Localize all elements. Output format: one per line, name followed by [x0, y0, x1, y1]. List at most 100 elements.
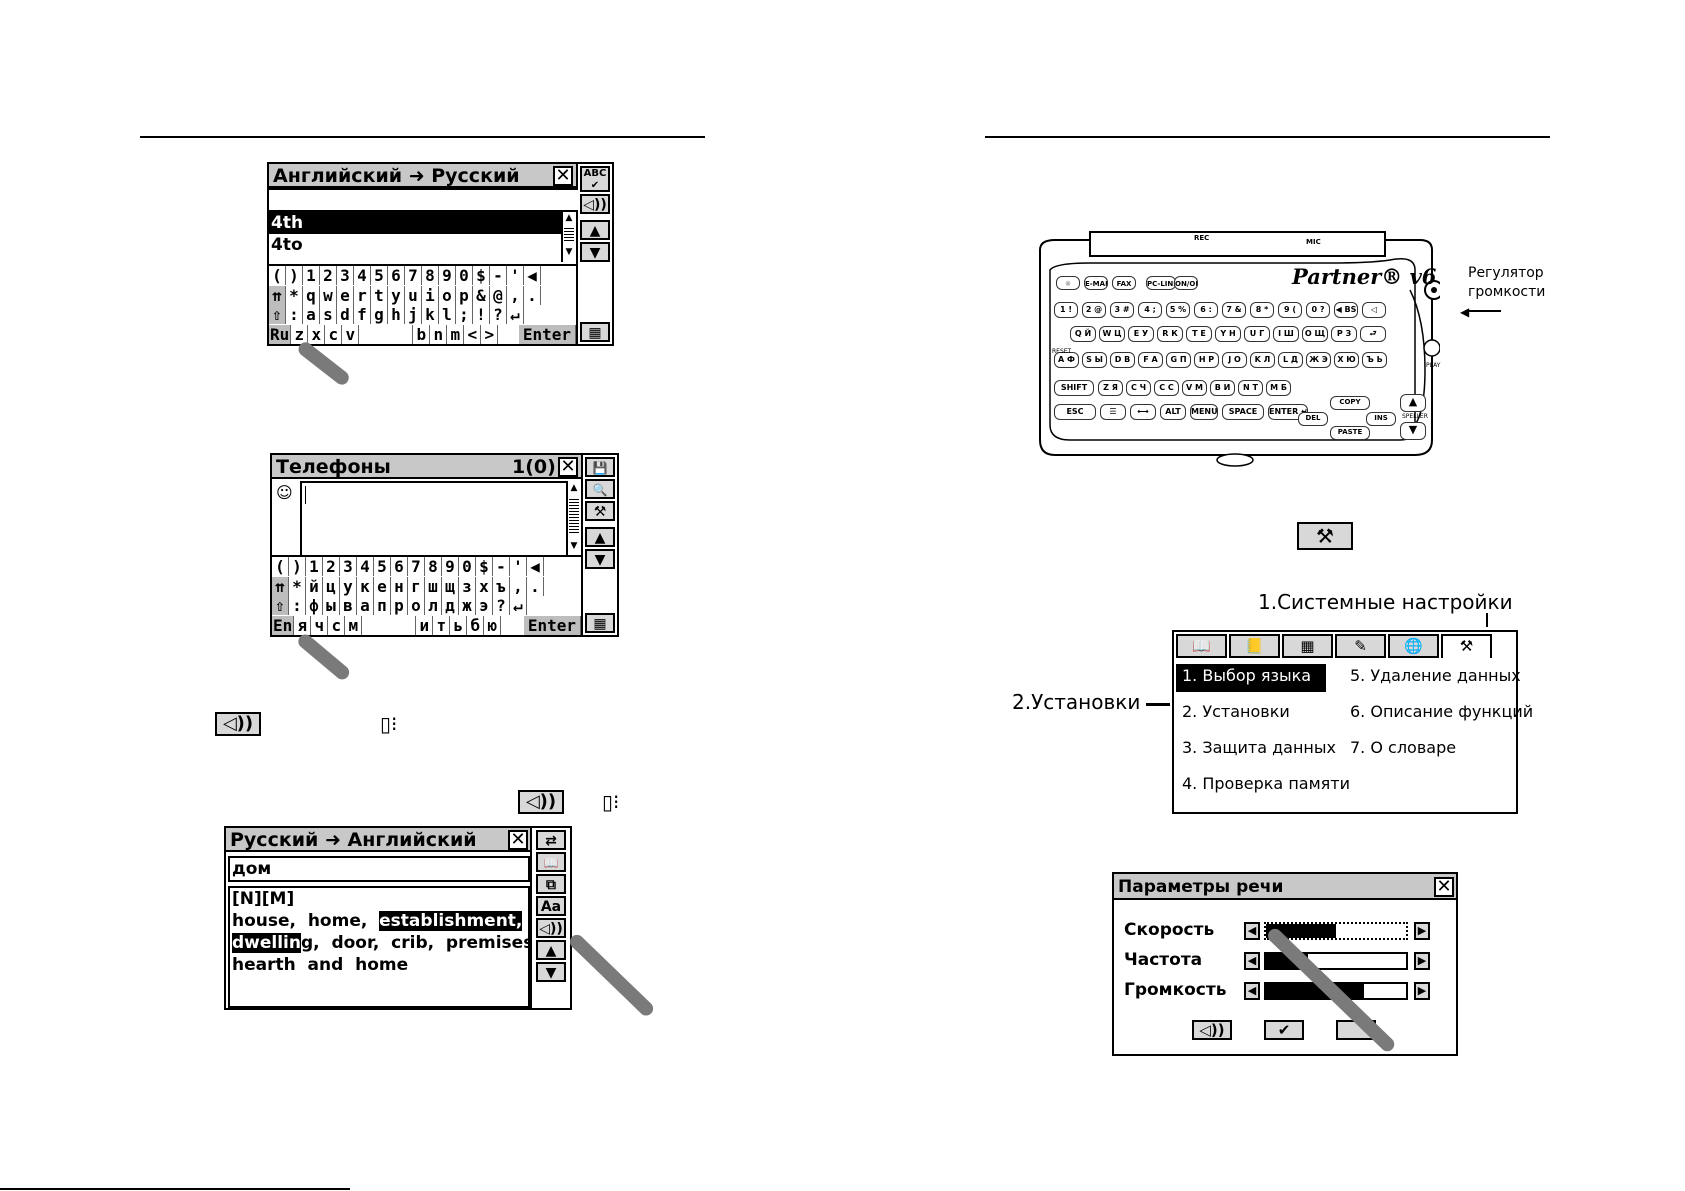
- copy-key[interactable]: COPY: [1330, 396, 1370, 410]
- key[interactable]: 3: [340, 557, 357, 576]
- key[interactable]: ): [289, 557, 306, 576]
- scroll-thumb[interactable]: [569, 499, 579, 535]
- key[interactable]: v: [342, 324, 360, 344]
- key[interactable]: &: [473, 285, 490, 305]
- key[interactable]: и: [416, 615, 434, 635]
- key[interactable]: 3: [337, 266, 354, 285]
- list-scrollbar[interactable]: ▲ ▼: [561, 212, 575, 262]
- close-button[interactable]: ✕: [558, 457, 578, 477]
- device-key[interactable]: D В: [1110, 352, 1135, 368]
- device-key[interactable]: ☰: [1100, 404, 1126, 420]
- key[interactable]: ф: [306, 596, 323, 615]
- key[interactable]: 4: [354, 266, 371, 285]
- menu-tab[interactable]: ▦: [1282, 634, 1333, 658]
- key[interactable]: ⇧: [272, 596, 289, 615]
- search-input[interactable]: [269, 188, 580, 212]
- key[interactable]: 0: [456, 266, 473, 285]
- device-key[interactable]: ESC: [1054, 404, 1096, 420]
- key[interactable]: p: [456, 285, 473, 305]
- key[interactable]: 5: [371, 266, 388, 285]
- device-key[interactable]: ⟷: [1130, 404, 1156, 420]
- key[interactable]: m: [447, 324, 465, 344]
- key[interactable]: y: [388, 285, 405, 305]
- book-icon[interactable]: 📖: [536, 852, 566, 872]
- device-key[interactable]: Y Н: [1215, 326, 1241, 342]
- keyboard-icon[interactable]: ▦: [580, 322, 610, 342]
- key[interactable]: 4: [357, 557, 374, 576]
- key[interactable]: En: [272, 615, 295, 635]
- device-key[interactable]: PC-LINK: [1146, 276, 1176, 290]
- device-key[interactable]: E-MAIL: [1084, 276, 1108, 290]
- key[interactable]: *: [289, 576, 306, 596]
- font-size-icon[interactable]: Aa: [536, 896, 566, 916]
- name-input[interactable]: [300, 481, 568, 559]
- key[interactable]: ;: [456, 305, 473, 324]
- key[interactable]: 9: [439, 266, 456, 285]
- key[interactable]: n: [430, 324, 448, 344]
- device-key[interactable]: C С: [1154, 380, 1179, 396]
- key[interactable]: s: [320, 305, 337, 324]
- key[interactable]: я: [294, 615, 312, 635]
- key[interactable]: ': [507, 266, 524, 285]
- device-key[interactable]: 7 &: [1222, 302, 1246, 318]
- device-key[interactable]: ALT: [1160, 404, 1186, 420]
- key[interactable]: е: [374, 576, 391, 596]
- key[interactable]: :: [286, 305, 303, 324]
- close-button[interactable]: ✕: [1434, 877, 1454, 897]
- space-key[interactable]: [359, 324, 414, 344]
- key[interactable]: $: [476, 557, 493, 576]
- device-key[interactable]: R К: [1157, 326, 1183, 342]
- device-key[interactable]: M Б: [1266, 380, 1291, 396]
- close-button[interactable]: ✕: [553, 166, 573, 186]
- device-key[interactable]: F А: [1138, 352, 1163, 368]
- device-key[interactable]: U Г: [1244, 326, 1270, 342]
- key[interactable]: $: [473, 266, 490, 285]
- selected-text[interactable]: establishment,: [379, 911, 523, 931]
- key[interactable]: ц: [323, 576, 340, 596]
- key[interactable]: j: [405, 305, 422, 324]
- cards-icon[interactable]: ⧉: [536, 874, 566, 894]
- menu-tab[interactable]: 🌐: [1388, 634, 1439, 658]
- key[interactable]: ш: [425, 576, 442, 596]
- arrow-up-icon[interactable]: ▲: [536, 940, 566, 960]
- device-key[interactable]: W Ц: [1099, 326, 1125, 342]
- key[interactable]: ': [510, 557, 527, 576]
- decrease-arrow-icon[interactable]: ◀: [1244, 952, 1260, 970]
- key[interactable]: k: [422, 305, 439, 324]
- device-key[interactable]: S Ы: [1082, 352, 1107, 368]
- device-key[interactable]: 4 ;: [1138, 302, 1162, 318]
- device-key[interactable]: ◀ BS: [1334, 302, 1358, 318]
- key[interactable]: ◀: [527, 557, 544, 576]
- key[interactable]: т: [433, 615, 451, 635]
- key[interactable]: w: [320, 285, 337, 305]
- key[interactable]: ↵: [510, 596, 527, 615]
- key[interactable]: z: [291, 324, 309, 344]
- key[interactable]: э: [476, 596, 493, 615]
- key[interactable]: в: [340, 596, 357, 615]
- menu-item[interactable]: 1. Выбор языка: [1176, 664, 1326, 692]
- key[interactable]: a: [303, 305, 320, 324]
- device-key[interactable]: B И: [1210, 380, 1235, 396]
- device-key[interactable]: V М: [1182, 380, 1207, 396]
- key[interactable]: о: [408, 596, 425, 615]
- key[interactable]: f: [354, 305, 371, 324]
- key[interactable]: @: [490, 285, 507, 305]
- increase-arrow-icon[interactable]: ▶: [1414, 922, 1430, 940]
- menu-item[interactable]: 4. Проверка памяти: [1182, 774, 1350, 793]
- key[interactable]: -: [490, 266, 507, 285]
- key[interactable]: !: [473, 305, 490, 324]
- key[interactable]: h: [388, 305, 405, 324]
- key[interactable]: ↵: [507, 305, 524, 324]
- key[interactable]: x: [308, 324, 326, 344]
- device-key[interactable]: ⮐: [1360, 326, 1386, 342]
- key[interactable]: -: [493, 557, 510, 576]
- key[interactable]: щ: [442, 576, 459, 596]
- key[interactable]: u: [405, 285, 422, 305]
- key[interactable]: (: [272, 557, 289, 576]
- key[interactable]: Ru: [269, 324, 292, 344]
- device-key[interactable]: T Е: [1186, 326, 1212, 342]
- key[interactable]: а: [357, 596, 374, 615]
- key[interactable]: н: [391, 576, 408, 596]
- space-key[interactable]: [362, 615, 417, 635]
- key[interactable]: <: [464, 324, 482, 344]
